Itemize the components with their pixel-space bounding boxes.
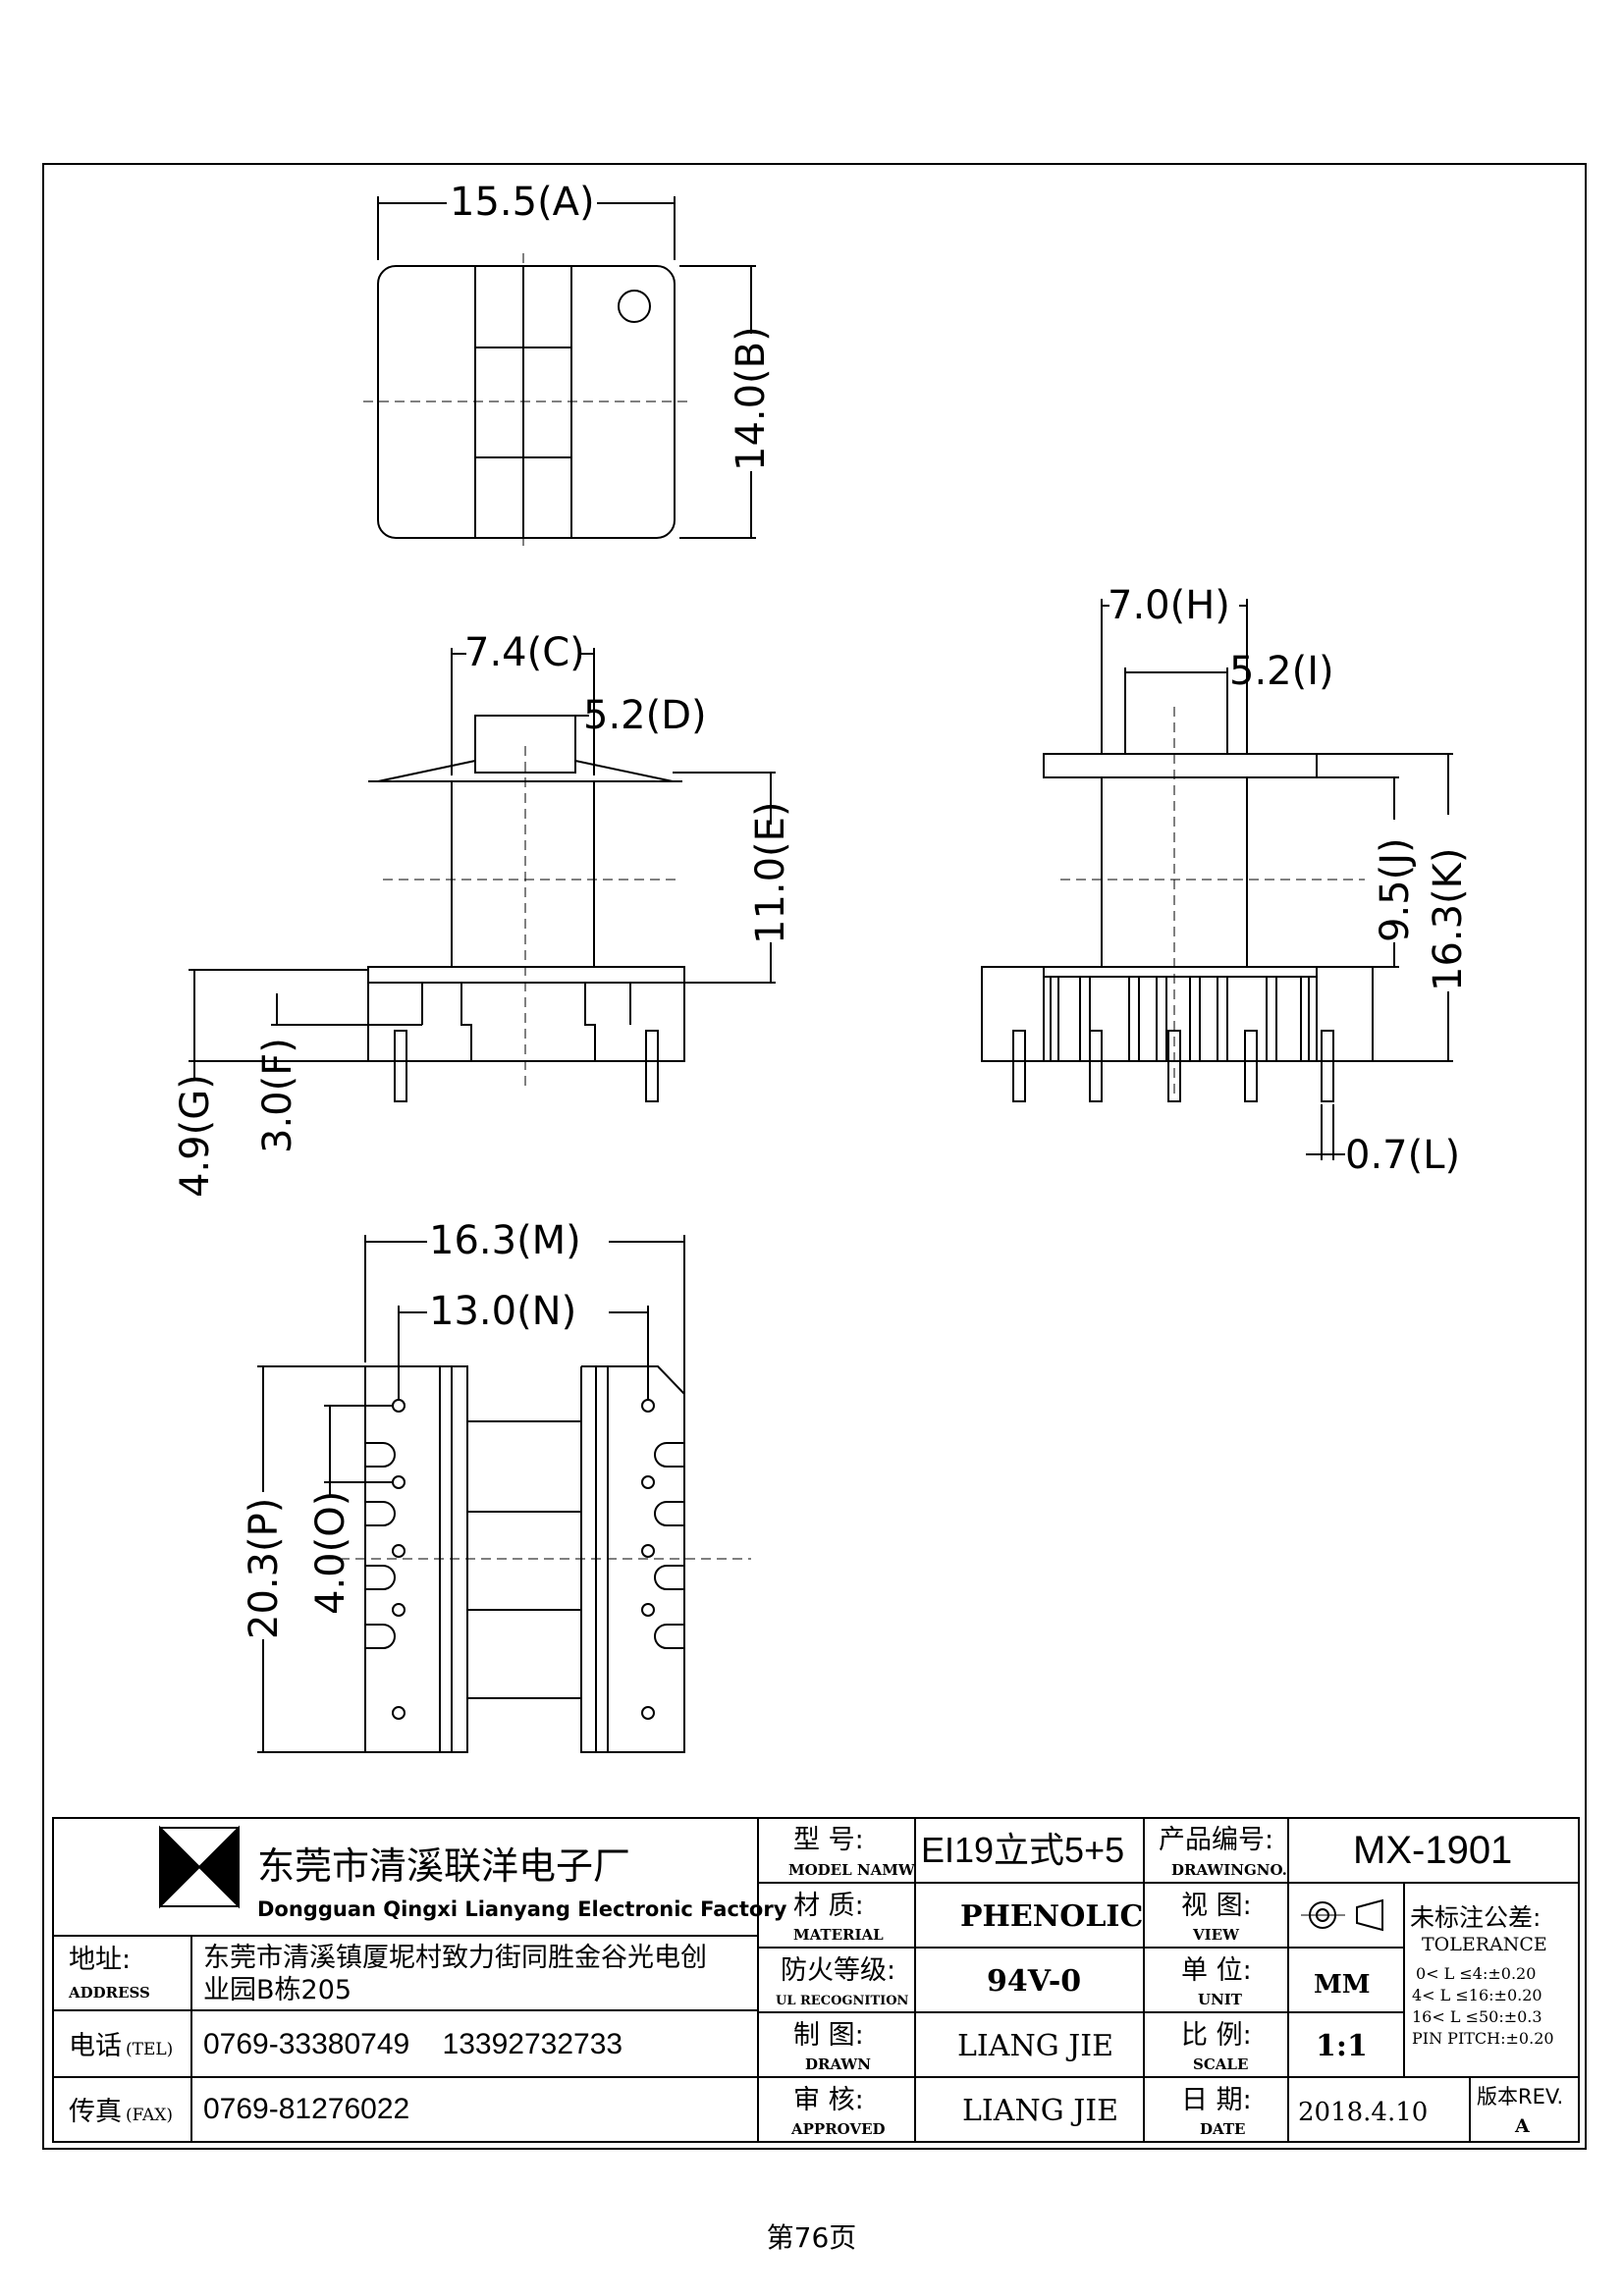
date-label-en: DATE	[1200, 2120, 1245, 2138]
drawn-label-en: DRAWN	[805, 2056, 871, 2073]
drawing-border	[42, 163, 1587, 2150]
dim-D: 5.2(D)	[583, 693, 707, 738]
tolerance-line-1: 0< L ≤4:±0.20	[1416, 1964, 1536, 1983]
scale-label: 比 例:	[1181, 2020, 1252, 2051]
view-label-en: VIEW	[1192, 1926, 1240, 1944]
dim-O: 4.0(O)	[308, 1491, 353, 1615]
dim-E: 11.0(E)	[748, 801, 793, 944]
ul-label-en: UL RECOGNITION	[776, 1994, 909, 2008]
address-label-en: ADDRESS	[68, 1984, 150, 2002]
page-number: 第76页	[766, 2221, 857, 2254]
dim-K: 16.3(K)	[1426, 847, 1471, 991]
fax-label-en: (FAX)	[126, 2106, 173, 2125]
tel-label-en: (TEL)	[126, 2040, 173, 2059]
bottom-view	[257, 1235, 751, 1753]
dim-J: 9.5(J)	[1373, 837, 1418, 942]
dim-B: 14.0(B)	[729, 326, 774, 471]
pin1-marker	[618, 290, 651, 323]
drawing-no-label-en: DRAWINGNO.	[1171, 1861, 1287, 1879]
tolerance-line-4: PIN PITCH:±0.20	[1412, 2029, 1554, 2048]
address-line2: 业园B栋205	[203, 1975, 352, 2005]
tolerance-title-en: TOLERANCE	[1422, 1934, 1547, 1955]
ul-value: 94V-0	[987, 1964, 1081, 1999]
approved-label: 审 核:	[793, 2085, 864, 2115]
date-value: 2018.4.10	[1298, 2098, 1428, 2127]
model-value: EI19立式5+5	[921, 1830, 1124, 1870]
drawing-no-label: 产品编号:	[1159, 1825, 1273, 1855]
address-line1: 东莞市清溪镇厦坭村致力街同胜金谷光电创	[203, 1943, 707, 1973]
ul-label: 防火等级:	[781, 1955, 895, 1986]
company-name-en: Dongguan Qingxi Lianyang Electronic Fact…	[257, 1897, 787, 1921]
unit-value: MM	[1314, 1970, 1371, 2000]
tolerance-line-2: 4< L ≤16:±0.20	[1412, 1986, 1542, 2004]
drawn-label: 制 图:	[793, 2020, 864, 2051]
fax-value: 0769-81276022	[203, 2093, 409, 2125]
material-label: 材 质:	[793, 1891, 864, 1921]
date-label: 日 期:	[1181, 2085, 1252, 2115]
side-view	[981, 599, 1453, 1160]
address-label: 地址:	[69, 1945, 131, 1975]
unit-label-en: UNIT	[1198, 1991, 1243, 2008]
dim-I: 5.2(I)	[1229, 649, 1334, 694]
material-value: PHENOLIC	[960, 1899, 1143, 1934]
scale-value: 1:1	[1316, 2029, 1368, 2063]
projection-symbol-icon	[1301, 1898, 1383, 1932]
dim-C: 7.4(C)	[464, 630, 585, 675]
tel-label: 电话	[69, 2031, 122, 2061]
approved-value: LIANG JIE	[962, 2094, 1118, 2128]
dim-F: 3.0(F)	[255, 1038, 300, 1153]
drawing-no-value: MX-1901	[1353, 1829, 1512, 1872]
drawn-value: LIANG JIE	[957, 2029, 1113, 2063]
unit-label: 单 位:	[1181, 1955, 1252, 1986]
rev-value: A	[1514, 2115, 1530, 2137]
tolerance-line-3: 16< L ≤50:±0.3	[1412, 2007, 1542, 2026]
dim-H: 7.0(H)	[1108, 583, 1230, 628]
approved-label-en: APPROVED	[790, 2120, 886, 2138]
dim-N: 13.0(N)	[429, 1289, 576, 1334]
dim-M: 16.3(M)	[429, 1218, 581, 1263]
tel-value: 0769-33380749 13392732733	[203, 2028, 622, 2060]
material-label-en: MATERIAL	[793, 1926, 884, 1944]
company-name-cn: 东莞市清溪联洋电子厂	[257, 1844, 630, 1888]
title-block	[52, 1817, 1580, 2143]
dim-L: 0.7(L)	[1345, 1133, 1460, 1178]
dim-G: 4.9(G)	[173, 1074, 218, 1198]
rev-label: 版本REV.	[1477, 2085, 1563, 2109]
dim-P: 20.3(P)	[242, 1498, 287, 1639]
fax-label: 传真	[69, 2097, 122, 2127]
dim-A: 15.5(A)	[450, 180, 595, 225]
view-label: 视 图:	[1181, 1891, 1252, 1921]
scale-label-en: SCALE	[1193, 2056, 1248, 2073]
company-logo	[159, 1825, 240, 1909]
front-view	[189, 648, 776, 1102]
model-label: 型 号:	[793, 1825, 864, 1855]
tolerance-title: 未标注公差:	[1410, 1903, 1541, 1932]
model-label-en: MODEL NAMW	[788, 1861, 916, 1879]
top-view	[363, 196, 756, 552]
